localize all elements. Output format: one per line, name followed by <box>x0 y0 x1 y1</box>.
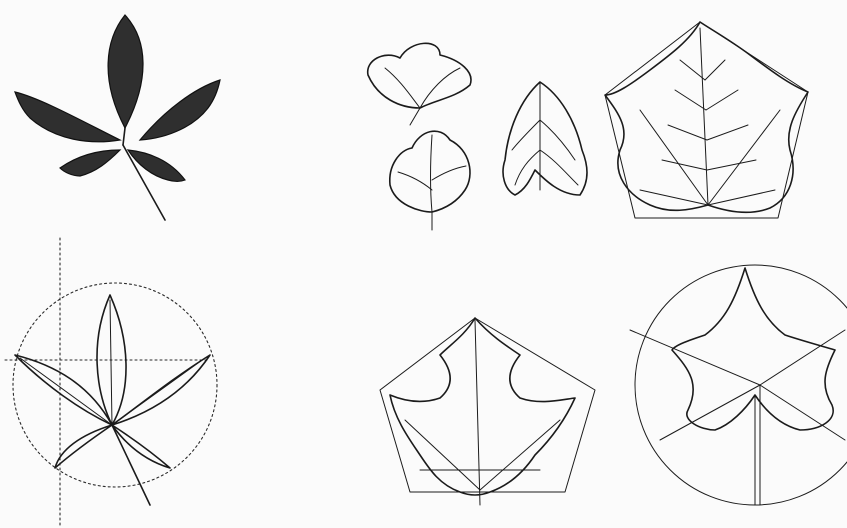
maple-leaf-construction <box>380 318 595 505</box>
pentagon-leaf <box>605 22 808 218</box>
circle-construction-leaf <box>5 238 217 525</box>
dark-compound-leaf <box>15 15 220 220</box>
small-leaf-sketches <box>368 43 587 230</box>
star-leaf-construction <box>630 265 847 505</box>
